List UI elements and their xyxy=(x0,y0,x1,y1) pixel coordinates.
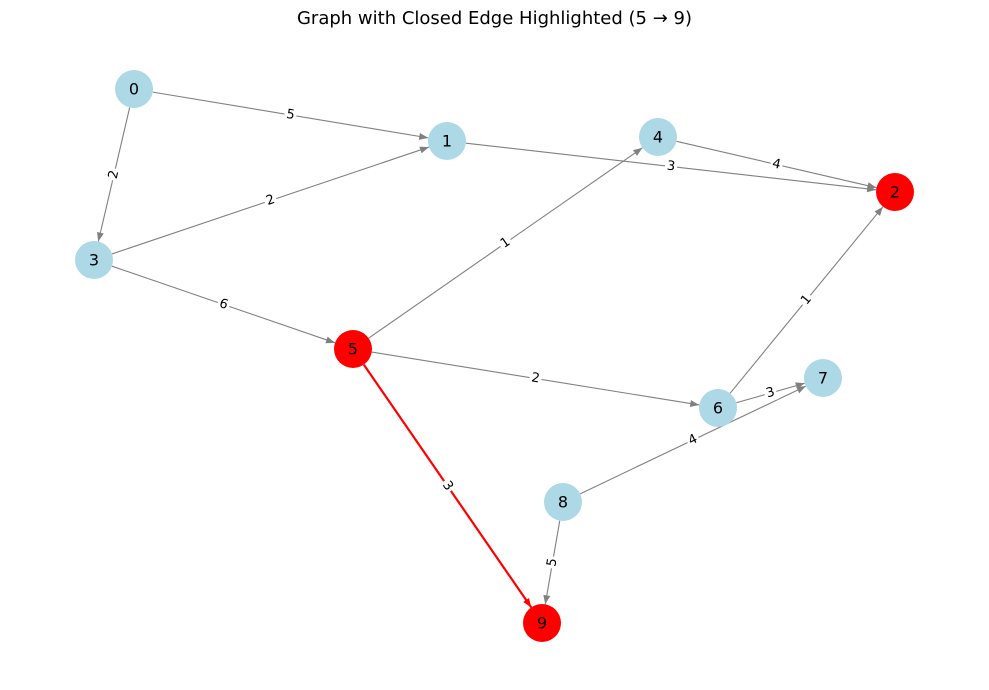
node-1: 1 xyxy=(428,122,466,160)
edge-weight-label: 5 xyxy=(283,106,298,124)
edge-weight-label: 3 xyxy=(664,157,678,176)
edge-label-background xyxy=(104,166,124,183)
node-circle xyxy=(115,70,153,108)
node-8: 8 xyxy=(544,483,582,521)
edges-layer xyxy=(96,91,884,608)
node-circle xyxy=(876,173,914,211)
node-circle xyxy=(75,241,113,279)
arrow-head-icon xyxy=(543,594,551,605)
node-label: 0 xyxy=(129,80,139,99)
edge-label-background xyxy=(496,233,515,253)
graph-title: Graph with Closed Edge Highlighted (5 → … xyxy=(296,8,692,29)
arrow-head-icon xyxy=(633,147,643,156)
edge-label-background xyxy=(437,476,458,496)
edge-weight-label: 2 xyxy=(104,166,124,183)
node-label: 4 xyxy=(653,128,663,147)
edge-weight-label: 4 xyxy=(684,430,702,450)
node-0: 0 xyxy=(115,70,153,108)
node-circle xyxy=(699,389,737,427)
edge-weight-label: 6 xyxy=(215,294,232,315)
arrow-head-icon xyxy=(866,182,877,190)
arrow-head-icon xyxy=(96,231,104,242)
edge-weight-text: 5 xyxy=(285,107,296,123)
edge-weight-text: 3 xyxy=(764,385,776,402)
arrow-head-icon xyxy=(523,597,532,608)
node-7: 7 xyxy=(804,359,842,397)
edge-label-background xyxy=(796,290,817,310)
edge-weight-label: 3 xyxy=(437,476,458,496)
node-label: 7 xyxy=(818,369,828,388)
node-label: 6 xyxy=(713,399,723,418)
edge-weight-text: 4 xyxy=(771,156,782,172)
edge-weight-label: 3 xyxy=(762,383,779,403)
arrow-head-icon xyxy=(418,132,429,140)
node-9: 9 xyxy=(523,604,561,642)
node-label: 8 xyxy=(558,493,568,512)
edge-weight-label: 1 xyxy=(796,290,817,310)
edge-label-background xyxy=(768,155,785,174)
edge-weight-text: 2 xyxy=(530,370,541,386)
node-5: 5 xyxy=(334,330,372,368)
node-circle xyxy=(639,118,677,156)
node-label: 9 xyxy=(537,614,547,633)
edge-weight-label: 4 xyxy=(768,155,785,174)
edge-weight-text: 5 xyxy=(544,557,560,568)
node-label: 1 xyxy=(442,132,452,151)
edge-weight-label: 5 xyxy=(543,555,562,570)
edge-label-background xyxy=(664,157,678,176)
node-6: 6 xyxy=(699,389,737,427)
node-circle xyxy=(804,359,842,397)
edge-label-background xyxy=(762,383,779,403)
arrow-head-icon xyxy=(419,146,429,154)
node-circle xyxy=(428,122,466,160)
node-circle xyxy=(334,330,372,368)
node-circle xyxy=(523,604,561,642)
edge-label-background xyxy=(543,555,562,570)
edge-weight-label: 2 xyxy=(528,369,543,388)
node-circle xyxy=(544,483,582,521)
edge-label-background xyxy=(215,294,232,315)
edge-weight-label: 1 xyxy=(496,233,515,253)
node-4: 4 xyxy=(639,118,677,156)
edge-label-background xyxy=(283,106,298,124)
node-label: 5 xyxy=(348,340,358,359)
edge-label-background xyxy=(684,430,702,450)
arrow-head-icon xyxy=(874,206,883,216)
arrow-head-icon xyxy=(689,400,700,407)
node-2: 2 xyxy=(876,173,914,211)
node-label: 3 xyxy=(89,251,99,270)
node-3: 3 xyxy=(75,241,113,279)
edge-weight-label: 2 xyxy=(262,191,279,210)
arrow-head-icon xyxy=(325,336,336,344)
arrow-head-icon xyxy=(796,386,806,394)
edge-label-background xyxy=(262,191,279,210)
node-label: 2 xyxy=(890,183,900,202)
edge-label-background xyxy=(528,369,543,388)
edge-weight-text: 2 xyxy=(106,169,122,180)
edge-weight-text: 3 xyxy=(666,159,676,175)
